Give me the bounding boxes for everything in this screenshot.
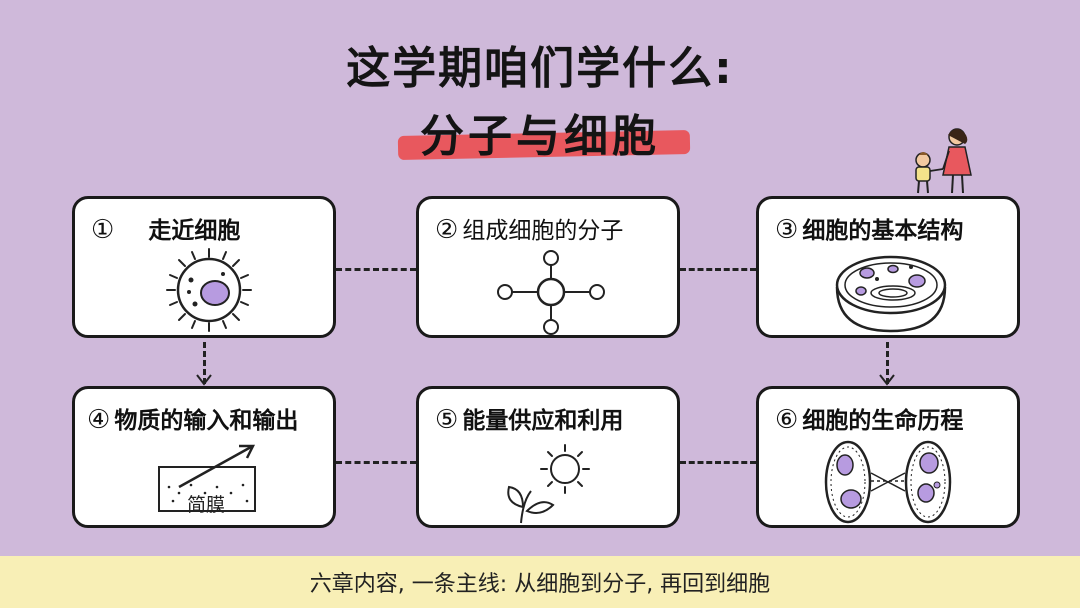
arrow-down-icon [196,374,212,386]
connector-4-5 [336,461,416,464]
kids-holding-hands-icon [915,128,972,194]
cell-icon [166,248,252,332]
cell-structure-icon [835,255,947,333]
connector-2-3 [680,268,756,271]
connector-3-6 [886,342,889,384]
footer-banner: 六章内容, 一条主线: 从细胞到分子, 再回到细胞 [0,556,1080,608]
cell-division-icon [824,440,952,524]
connector-5-6 [680,461,756,464]
page-title: 这学期咱们学什么: [346,43,734,94]
molecule-icon [497,250,605,335]
footer-text: 六章内容, 一条主线: 从细胞到分子, 再回到细胞 [309,572,771,597]
membrane-label: 简膜 [187,494,226,516]
page-subtitle: 分子与细胞 [420,111,660,162]
sun-and-leaf-icon [507,444,590,524]
arrow-down-icon [879,374,895,386]
connector-1-2 [336,268,416,271]
membrane-transport-icon [158,444,256,512]
connector-1-4 [203,342,206,384]
